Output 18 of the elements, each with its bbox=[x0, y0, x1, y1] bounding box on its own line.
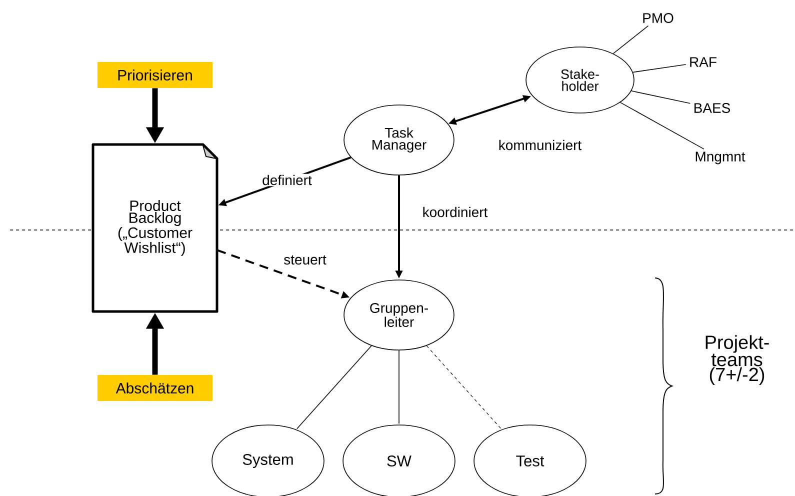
edge-label: kommuniziert bbox=[497, 138, 583, 152]
leader-line bbox=[632, 64, 686, 73]
stakeholder-label: Mngmnt bbox=[696, 152, 746, 164]
action-box: Abschätzen bbox=[98, 375, 212, 401]
leader-line bbox=[612, 25, 649, 54]
edge-label: koordiniert bbox=[421, 206, 489, 218]
stakeholder-label: PMO bbox=[643, 13, 674, 23]
leader-line bbox=[631, 90, 691, 104]
connector-line bbox=[296, 345, 372, 430]
stakeholder-label: BAES bbox=[694, 103, 730, 113]
connector-line bbox=[398, 350, 400, 424]
stakeholder-label: RAF bbox=[690, 57, 716, 67]
edge-label: steuert bbox=[282, 254, 328, 266]
leader-line bbox=[620, 102, 704, 150]
team-label: Projekt- teams (7+/-2) bbox=[706, 335, 769, 385]
connector-line bbox=[426, 345, 502, 430]
edge-label: definiert bbox=[261, 174, 313, 186]
action-box: Priorisieren bbox=[98, 62, 212, 88]
